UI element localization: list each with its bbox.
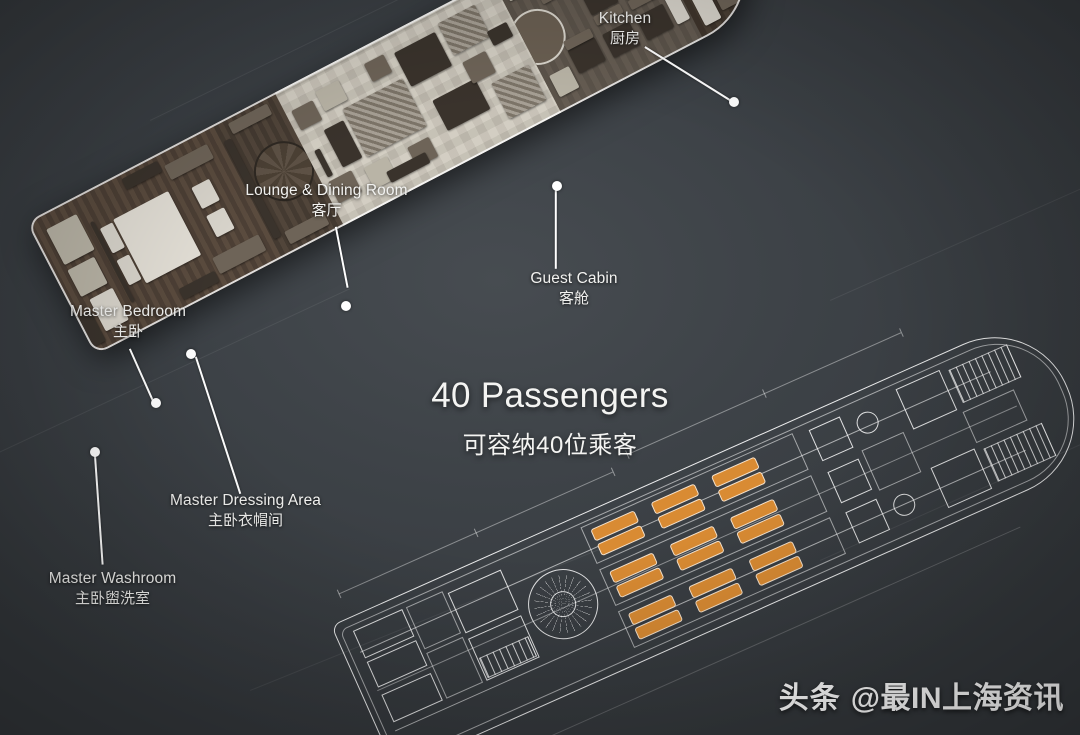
leader-dot-dressing xyxy=(186,349,196,359)
watermark-handle: @最IN上海资讯 xyxy=(850,682,1064,715)
leader-dot-bedroom xyxy=(151,398,161,408)
callout-guest-cabin: Guest Cabin 客舱 xyxy=(514,270,634,308)
callout-master-dressing: Master Dressing Area 主卧衣帽间 xyxy=(168,492,323,530)
headline-english: 40 Passengers xyxy=(431,376,669,415)
leader-line-lounge xyxy=(335,226,349,288)
headline-passenger-capacity: 40 Passengers 可容纳40位乘客 xyxy=(420,376,680,460)
headline-chinese: 可容纳40位乘客 xyxy=(462,431,638,459)
watermark-brand: 头条 xyxy=(778,682,841,715)
leader-line-kitchen xyxy=(644,46,735,104)
callout-dressing-en: Master Dressing Area xyxy=(169,492,322,509)
callout-guest-en: Guest Cabin xyxy=(530,270,618,287)
callout-kitchen-cn: 厨房 xyxy=(609,29,640,47)
callout-master-bedroom: Master Bedroom 主卧 xyxy=(58,303,198,341)
callout-dressing-cn: 主卧衣帽间 xyxy=(207,511,283,529)
leader-dot-kitchen xyxy=(729,97,739,107)
callout-master-washroom: Master Washroom 主卧盥洗室 xyxy=(40,570,185,608)
callout-lounge-cn: 客厅 xyxy=(311,201,342,219)
callout-washroom-en: Master Washroom xyxy=(48,570,177,587)
leader-dot-washroom xyxy=(90,447,100,457)
callout-lounge-en: Lounge & Dining Room xyxy=(245,182,408,199)
callout-guest-cn: 客舱 xyxy=(558,289,589,307)
callout-bedroom-en: Master Bedroom xyxy=(70,303,186,320)
leader-line-bedroom xyxy=(129,348,156,404)
leader-line-guest xyxy=(555,186,557,269)
watermark: 头条 @最IN上海资讯 xyxy=(779,673,1064,717)
leader-dot-lounge xyxy=(341,301,351,311)
leader-dot-guest xyxy=(552,181,562,191)
callout-kitchen: Kitchen 厨房 xyxy=(560,10,690,48)
callout-lounge-dining: Lounge & Dining Room 客厅 xyxy=(234,182,419,220)
callout-bedroom-cn: 主卧 xyxy=(112,322,143,340)
callout-kitchen-en: Kitchen xyxy=(598,10,652,27)
leader-line-washroom xyxy=(94,452,104,565)
callout-washroom-cn: 主卧盥洗室 xyxy=(74,589,150,607)
leader-line-dressing xyxy=(195,356,242,494)
